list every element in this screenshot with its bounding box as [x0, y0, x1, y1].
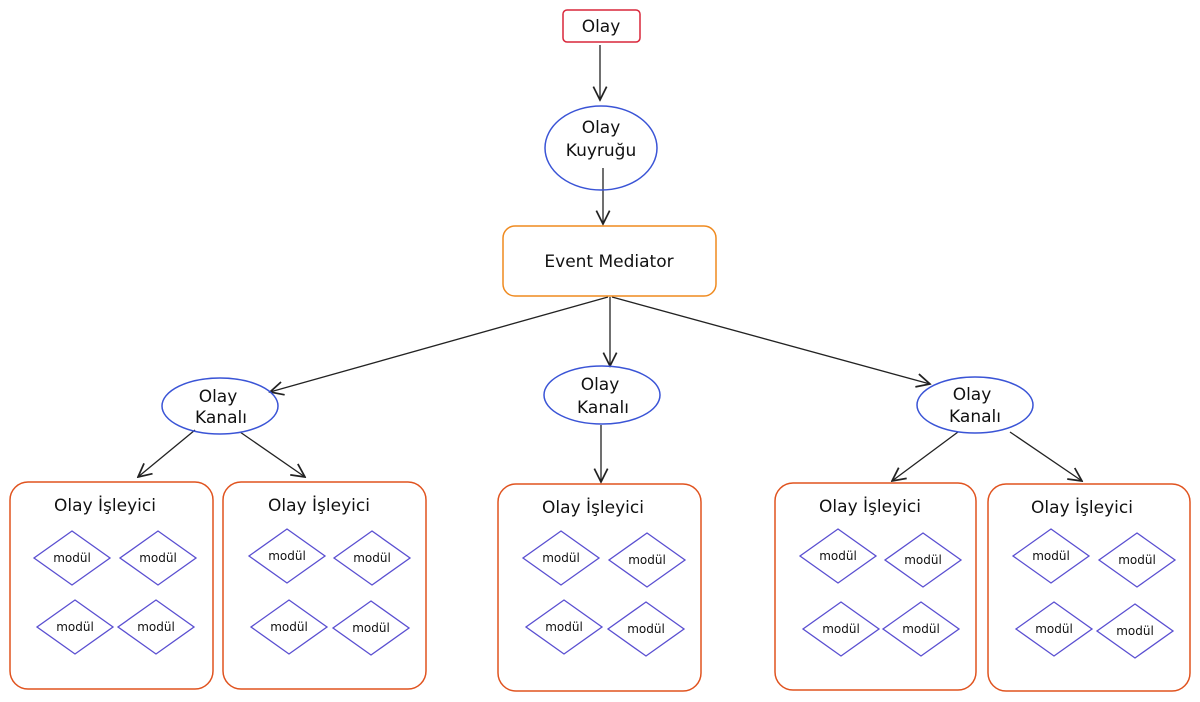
module-diamond: modül: [247, 528, 327, 584]
handler-box-5: Olay İşleyici modül modül modül modül: [987, 483, 1191, 692]
queue-label-line2: Kuyruğu: [566, 141, 636, 161]
channel-node-3: Olay Kanalı: [916, 376, 1034, 434]
arrow-mediator-to-channel-1: [270, 296, 609, 392]
module-label: modül: [268, 549, 306, 563]
handler-frame: [987, 483, 1191, 692]
handler-frame: [9, 481, 214, 690]
queue-ellipse: [544, 105, 658, 191]
module-diamond: modül: [521, 530, 601, 586]
channel-label-line2: Kanalı: [949, 407, 1001, 427]
arrow-channel-1-to-handler-1: [138, 429, 196, 477]
module-label: modül: [902, 622, 940, 636]
module-label: modül: [819, 549, 857, 563]
channel-label-line1: Olay: [953, 385, 992, 405]
queue-label-line1: Olay: [582, 118, 621, 138]
module-label: modül: [904, 553, 942, 567]
module-label: modül: [53, 551, 91, 565]
module-diamond: modül: [881, 601, 961, 657]
arrow-channel-3-to-handler-4: [892, 431, 959, 481]
module-diamond: modül: [249, 599, 329, 655]
module-label: modül: [139, 551, 177, 565]
channel-ellipse: [161, 377, 279, 435]
handler-frame: [774, 482, 977, 691]
handler-box-3: Olay İşleyici modül modül modül modül: [497, 483, 702, 692]
module-diamond: modül: [1097, 532, 1177, 588]
handler-title: Olay İşleyici: [1031, 497, 1133, 518]
handler-title: Olay İşleyici: [268, 495, 370, 516]
module-label: modül: [627, 622, 665, 636]
module-label: modül: [56, 620, 94, 634]
module-label: modül: [353, 551, 391, 565]
module-diamond: modül: [798, 528, 878, 584]
mediator-node: Event Mediator: [502, 225, 717, 297]
arrow-mediator-to-channel-3: [611, 296, 930, 384]
module-label: modül: [822, 622, 860, 636]
channel-label-line2: Kanalı: [577, 398, 629, 418]
module-label: modül: [542, 551, 580, 565]
event-label: Olay: [582, 17, 621, 37]
module-label: modül: [628, 553, 666, 567]
module-diamond: modül: [607, 532, 687, 588]
module-diamond: modül: [118, 530, 198, 586]
module-label: modül: [1035, 622, 1073, 636]
handler-box-4: Olay İşleyici modül modül modül modül: [774, 482, 977, 691]
module-label: modül: [352, 621, 390, 635]
module-diamond: modül: [801, 601, 881, 657]
module-label: modül: [137, 620, 175, 634]
module-diamond: modül: [1095, 603, 1175, 659]
module-label: modül: [270, 620, 308, 634]
channel-node-1: Olay Kanalı: [161, 377, 279, 435]
module-diamond: modül: [116, 599, 196, 655]
arrows: [138, 45, 1082, 482]
handler-title: Olay İşleyici: [819, 496, 921, 517]
channel-node-2: Olay Kanalı: [543, 365, 661, 425]
module-diamond: modül: [524, 599, 604, 655]
module-diamond: modül: [35, 599, 115, 655]
event-box: [562, 9, 641, 43]
arrow-channel-1-to-handler-2: [239, 431, 305, 477]
handler-frame: [497, 483, 702, 692]
module-label: modül: [1118, 553, 1156, 567]
module-label: modül: [1116, 624, 1154, 638]
handler-title: Olay İşleyici: [54, 495, 156, 516]
handler-box-1: Olay İşleyici modül modül modül modül: [9, 481, 214, 690]
mediator-box: [502, 225, 717, 297]
channel-label-line2: Kanalı: [195, 408, 247, 428]
module-diamond: modül: [332, 530, 412, 586]
channel-label-line1: Olay: [199, 387, 238, 407]
module-diamond: modül: [883, 532, 963, 588]
channel-label-line1: Olay: [581, 375, 620, 395]
handler-title: Olay İşleyici: [542, 497, 644, 518]
module-diamond: modül: [606, 601, 686, 657]
handler-frame: [222, 481, 427, 690]
event-node: Olay: [562, 9, 641, 43]
module-label: modül: [545, 620, 583, 634]
arrow-channel-3-to-handler-5: [1009, 431, 1082, 481]
channel-ellipse: [543, 365, 661, 425]
module-label: modül: [1032, 549, 1070, 563]
module-diamond: modül: [331, 600, 411, 656]
mediator-label: Event Mediator: [544, 252, 673, 272]
handler-box-2: Olay İşleyici modül modül modül modül: [222, 481, 427, 690]
channel-ellipse: [916, 376, 1034, 434]
module-diamond: modül: [1014, 601, 1094, 657]
module-diamond: modül: [1011, 528, 1091, 584]
queue-node: Olay Kuyruğu: [544, 105, 658, 191]
module-diamond: modül: [32, 530, 112, 586]
